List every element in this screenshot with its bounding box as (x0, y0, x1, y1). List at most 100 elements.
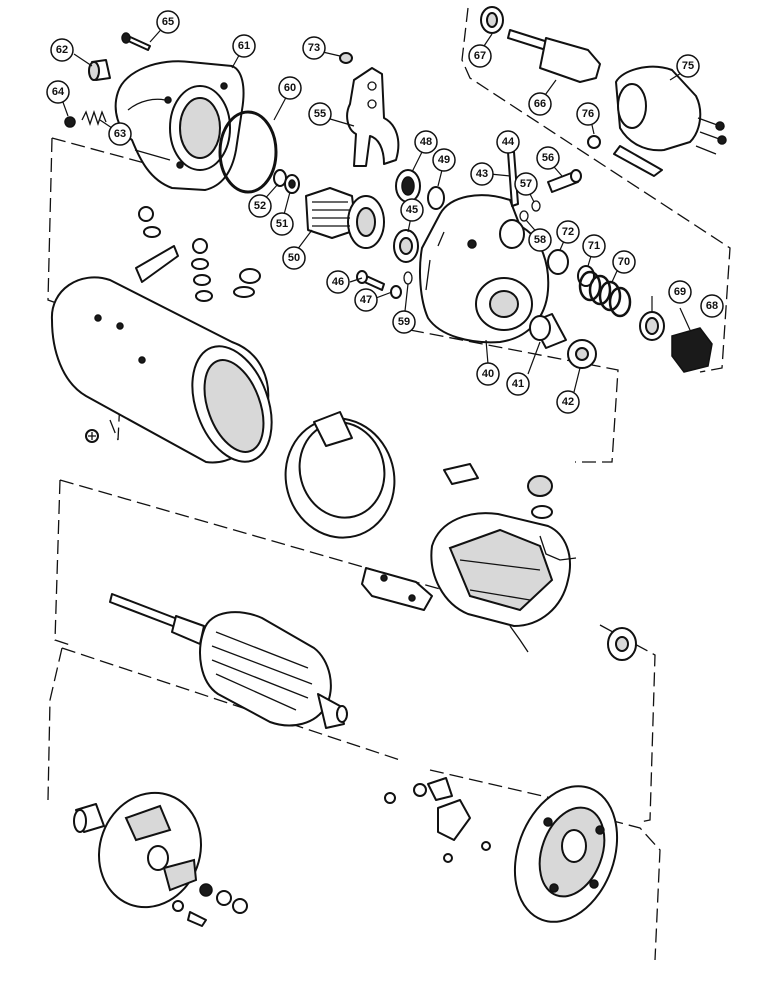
clip-59 (403, 271, 413, 285)
lever-housing-40 (419, 194, 550, 344)
callout-59: 59 (392, 310, 416, 334)
callout-label: 63 (114, 128, 126, 140)
small-pad (443, 463, 479, 485)
callout-label: 41 (512, 378, 524, 390)
callout-circle (536, 146, 560, 170)
washer-47 (390, 285, 402, 299)
pole-shoe (361, 567, 433, 611)
callout-label: 51 (276, 218, 288, 230)
washer-45 (393, 229, 419, 263)
callout-69: 69 (668, 280, 692, 304)
callout-label: 55 (314, 108, 326, 120)
drive-end-housing (114, 60, 245, 191)
end-plate-fasteners (172, 883, 248, 927)
callout-43: 43 (470, 162, 494, 186)
callout-45: 45 (400, 198, 424, 222)
callout-47: 47 (354, 288, 378, 312)
callout-circle (354, 288, 378, 312)
callout-label: 67 (474, 50, 486, 62)
callout-label: 52 (254, 200, 266, 212)
callout-51: 51 (270, 212, 294, 236)
callout-75: 75 (676, 54, 700, 78)
callout-64: 64 (46, 80, 70, 104)
armature (109, 593, 348, 729)
callout-circle (582, 234, 606, 258)
callout-70: 70 (612, 250, 636, 274)
terminal-nut (527, 475, 553, 519)
callout-40: 40 (476, 362, 500, 386)
callout-58: 58 (528, 228, 552, 252)
callout-circle (576, 102, 600, 126)
callout-50: 50 (282, 246, 306, 270)
callout-52: 52 (248, 194, 272, 218)
callout-circle (400, 198, 424, 222)
screw-46 (356, 270, 385, 291)
callout-66: 66 (528, 92, 552, 116)
callout-label: 43 (476, 168, 488, 180)
field-coil (430, 512, 577, 653)
callout-60: 60 (278, 76, 302, 100)
callout-circle (248, 194, 272, 218)
spring-63 (81, 109, 107, 127)
screw-65 (121, 32, 151, 51)
callout-label: 69 (674, 286, 686, 298)
callout-48: 48 (414, 130, 438, 154)
callout-57: 57 (514, 172, 538, 196)
end-plate (97, 791, 203, 909)
callout-label: 62 (56, 44, 68, 56)
drive-assembly-50 (305, 187, 385, 249)
plug-64 (64, 116, 76, 128)
callout-circle (496, 130, 520, 154)
callout-61: 61 (232, 34, 256, 58)
callout-56: 56 (536, 146, 560, 170)
callout-label: 40 (482, 368, 494, 380)
callout-circle (232, 34, 256, 58)
screw-76 (587, 135, 601, 149)
brush-hardware (384, 777, 491, 863)
callout-67: 67 (468, 44, 492, 68)
ring-58 (519, 210, 529, 222)
seal-69 (639, 311, 665, 341)
callout-circle (156, 10, 180, 34)
callout-62: 62 (50, 38, 74, 62)
washer-72 (547, 249, 569, 275)
callout-circle (302, 36, 326, 60)
ring-51 (284, 174, 300, 194)
callout-circle (556, 390, 580, 414)
bushing-41 (529, 313, 567, 349)
callout-63: 63 (108, 122, 132, 146)
callout-circle (308, 102, 332, 126)
callout-circle (528, 92, 552, 116)
callout-76: 76 (576, 102, 600, 126)
callout-circle (700, 294, 724, 318)
callout-49: 49 (432, 148, 456, 172)
callout-55: 55 (308, 102, 332, 126)
plug-73 (339, 52, 353, 64)
callout-group: 4041424344454647484950515255565758596061… (46, 10, 724, 414)
callout-label: 48 (420, 136, 432, 148)
ring-57 (531, 200, 541, 212)
callout-label: 42 (562, 396, 574, 408)
callout-label: 44 (502, 136, 515, 148)
callout-circle (556, 220, 580, 244)
gasket-60 (218, 110, 278, 194)
callout-label: 64 (52, 86, 65, 98)
callout-circle (612, 250, 636, 274)
end-bushing (73, 803, 105, 833)
callout-circle (46, 80, 70, 104)
terminal-hardware (135, 206, 261, 302)
callout-circle (668, 280, 692, 304)
callout-71: 71 (582, 234, 606, 258)
callout-circle (476, 362, 500, 386)
callout-label: 65 (162, 16, 174, 28)
callout-label: 50 (288, 252, 300, 264)
callout-label: 57 (520, 178, 532, 190)
callout-circle (108, 122, 132, 146)
callout-label: 45 (406, 204, 418, 216)
end-frame-group-outline (47, 647, 661, 961)
callout-label: 61 (238, 40, 250, 52)
callout-circle (514, 172, 538, 196)
plunger-66 (507, 29, 601, 83)
